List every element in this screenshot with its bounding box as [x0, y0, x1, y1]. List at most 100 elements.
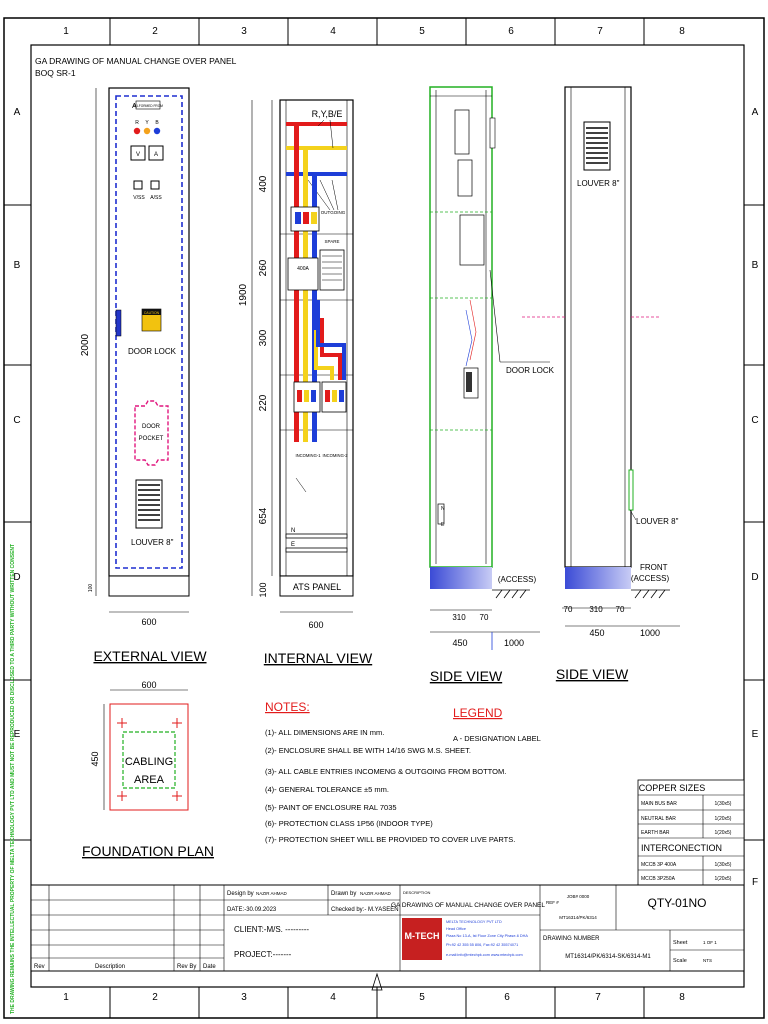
lamp-label-b: B — [155, 120, 159, 126]
internal-view-title: INTERNAL VIEW — [264, 650, 373, 666]
side1-e-label: E — [441, 522, 445, 528]
side1-n-label: N — [441, 506, 445, 512]
row-label-d-right: D — [751, 572, 758, 583]
tb-drawn-by-name: NAZIR AHMAD — [360, 891, 392, 896]
company-logo — [402, 918, 442, 960]
ammeter-switch-icon — [150, 180, 160, 190]
row-label-d: D — [13, 572, 20, 583]
side2-louver-bottom-label: LOUVER 8" — [636, 517, 679, 526]
col-label-2-bottom: 2 — [152, 992, 158, 1003]
col-label-1: 1 — [63, 26, 69, 37]
terminal-block-icon — [319, 249, 345, 291]
external-width-dim: 600 — [141, 617, 156, 627]
door-pocket-outline — [134, 400, 169, 466]
interconnection-row-2-name: MCCB 3P250A — [641, 876, 676, 882]
external-plinth — [108, 575, 190, 597]
side1-enclosure — [429, 86, 493, 568]
lamp-yellow-icon — [143, 127, 151, 135]
tb-revby-label: Rev By — [177, 964, 196, 970]
side1-dim-70: 70 — [480, 613, 489, 622]
side2-dim-1000: 1000 — [640, 628, 660, 638]
copper-row-3-name: EARTH BAR — [641, 830, 670, 836]
tb-design-by-name: NAZIR AHMAD — [256, 891, 288, 896]
side2-floor-hatch — [631, 589, 670, 599]
notes-heading: NOTES: — [265, 700, 310, 714]
drawing-subtitle: BOQ SR-1 — [35, 68, 76, 78]
ammeter-icon — [148, 145, 164, 161]
tb-sheet-label: Sheet — [673, 940, 688, 946]
internal-plinth — [279, 575, 354, 597]
lamp-label-r: R — [135, 120, 139, 126]
note-6: (6)- PROTECTION CLASS 1P56 (INDOOR TYPE) — [265, 819, 433, 828]
voltmeter-icon — [130, 145, 146, 161]
note-7: (7)- PROTECTION SHEET WILL BE PROVIDED T… — [265, 835, 515, 844]
voltmeter-switch-label: V/SS — [133, 195, 145, 201]
col-label-5-bottom: 5 — [419, 992, 425, 1003]
external-louver-label: LOUVER 8" — [131, 538, 174, 547]
tb-description-caption: DESCRIPTION — [403, 890, 430, 895]
revision-triangle-icon — [371, 972, 383, 991]
foundation-plan: 600 CABLING AREA 450 FOUNDATION PLAN — [82, 680, 214, 859]
row-label-c-right: C — [751, 415, 758, 426]
tb-company-email: e-mail:info@mtechpk.com www.mtechpk.com — [446, 953, 523, 957]
inner-border — [30, 44, 745, 988]
side1-earth-bar — [437, 503, 445, 525]
side1-door-lock-label: DOOR LOCK — [506, 366, 555, 375]
earth-label: E — [291, 542, 295, 548]
tb-rev-label: Rev — [34, 964, 45, 970]
side2-access-label: (ACCESS) — [631, 574, 670, 583]
external-louver-slats — [138, 484, 160, 521]
external-door-lock-label: DOOR LOCK — [128, 347, 177, 356]
foundation-bolt-icons — [117, 718, 182, 801]
col-label-3: 3 — [241, 26, 247, 37]
copper-row-1-name: MAIN BUS BAR — [641, 801, 677, 807]
cabling-area-outline — [122, 731, 176, 789]
tb-company-office: Head Office — [446, 927, 466, 931]
note-3: (3)- ALL CABLE ENTRIES INCOMENG & OUTGOI… — [265, 767, 506, 776]
row-label-b: B — [14, 260, 21, 271]
side2-dim-310: 310 — [589, 605, 603, 614]
external-view: ALLFORMED FROM A R Y B V A V/SS A/SS CAU… — [80, 87, 207, 664]
side2-view-title: SIDE VIEW — [556, 666, 629, 682]
external-height-dim: 2000 — [80, 333, 91, 356]
col-label-7: 7 — [597, 26, 603, 37]
ammeter-switch-label: A/SS — [150, 195, 162, 201]
internal-view: R,Y,B/E OUTGOING 400A SPARE — [238, 99, 373, 666]
row-label-a-right: A — [752, 107, 759, 118]
note-5: (5)- PAINT OF ENCLOSURE RAL 7035 — [265, 803, 397, 812]
interconnection-row-1-size: 1(30x5) — [715, 862, 732, 868]
copyright-side-note: THE DRAWING REMAINS THE INTELLECTUAL PRO… — [10, 544, 16, 1014]
copper-sizes-table: COPPER SIZES MAIN BUS BAR 1(30x5) NEUTRA… — [637, 779, 745, 886]
caution-sign-band — [142, 309, 161, 315]
note-1: (1)- ALL DIMENSIONS ARE IN mm. — [265, 728, 384, 737]
internal-total-height: 1900 — [238, 283, 249, 306]
ammeter-label: A — [154, 152, 158, 158]
row-label-b-right: B — [752, 260, 759, 271]
side1-dim-1000: 1000 — [504, 638, 524, 648]
side2-front-label: FRONT — [640, 563, 668, 572]
tb-client: CLIENT:-M/S. --------- — [234, 925, 309, 934]
tb-company-name: MELTA TECHNOLOGY PVT LTD — [446, 920, 502, 924]
col-label-1-bottom: 1 — [63, 992, 69, 1003]
cable-yellow-vertical — [303, 146, 308, 442]
col-label-2: 2 — [152, 26, 158, 37]
legend-heading: LEGEND — [453, 706, 503, 720]
outgoing-label: OUTGOING — [321, 210, 346, 215]
row-label-f-right: F — [752, 877, 758, 888]
tb-description-label: Description — [95, 964, 125, 970]
external-base-dim: 100 — [88, 584, 94, 593]
side2-louver-top-icon — [583, 121, 611, 171]
side2-dim-70a: 70 — [564, 605, 573, 614]
internal-dim-400: 400 — [258, 175, 269, 192]
column-ticks — [109, 18, 645, 1018]
cable-blue-vertical — [312, 172, 317, 442]
cabling-area-line1: CABLING — [125, 756, 173, 768]
tb-design-by-label: Design by — [227, 891, 254, 897]
note-4: (4)- GENERAL TOLERANCE ±5 mm. — [265, 785, 389, 794]
mccb-400a-label: 400A — [297, 266, 309, 272]
tb-checked-by: Checked by:- M.YASEEN — [331, 907, 399, 913]
external-louver-icon — [135, 479, 163, 529]
designation-label-icon — [135, 100, 161, 110]
busbar-red — [286, 122, 347, 126]
